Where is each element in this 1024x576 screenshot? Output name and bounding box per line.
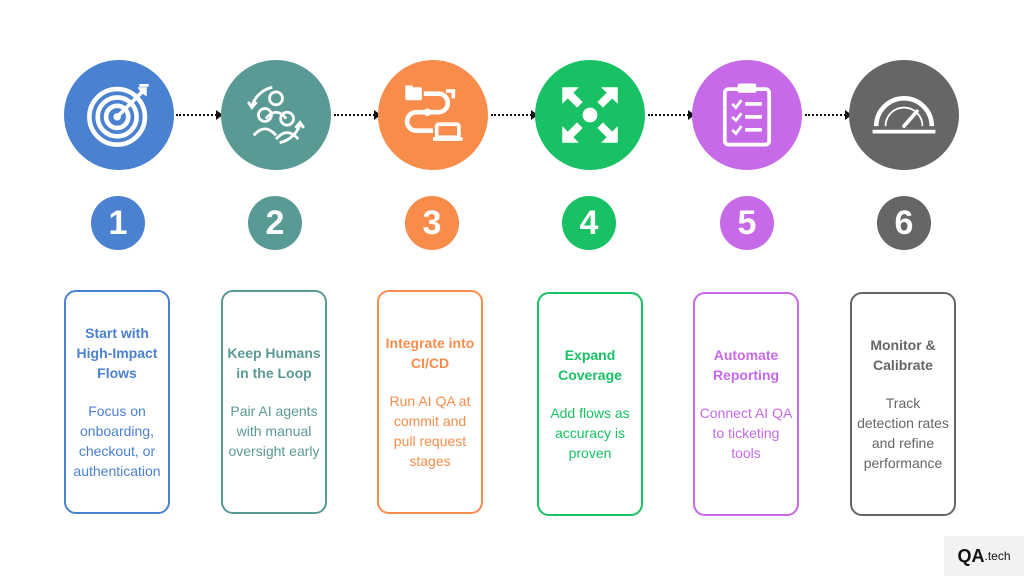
workflow-icon: [404, 85, 463, 141]
step-4-description: Add flows as accuracy is proven: [550, 405, 630, 461]
brand-logo: QA.tech: [944, 536, 1024, 576]
step-3-number: 3: [405, 196, 459, 250]
step-3-card: Integrate into CI/CD Run AI QA at commit…: [377, 290, 483, 514]
step-6-number: 6: [877, 196, 931, 250]
arrowhead-icon: [531, 110, 538, 120]
step-3-description: Run AI QA at commit and pull request sta…: [389, 393, 471, 469]
step-6-icon-circle: [849, 60, 959, 170]
arrowhead-icon: [216, 110, 223, 120]
step-2-number: 2: [248, 196, 302, 250]
step-3-icon-circle: [378, 60, 488, 170]
step-6-card: Monitor & Calibrate Track detection rate…: [850, 292, 956, 516]
step-4-icon-circle: [535, 60, 645, 170]
brand-suffix: .tech: [984, 549, 1011, 563]
step-1-card: Start with High-Impact Flows Focus on on…: [64, 290, 170, 514]
connector-arrow-3-4: [491, 110, 538, 120]
arrowhead-icon: [374, 110, 381, 120]
people-cycle-icon: [247, 85, 305, 145]
step-2-description: Pair AI agents with manual oversight ear…: [228, 403, 320, 459]
clipboard-checklist-icon: [722, 83, 772, 147]
target-icon: [87, 84, 149, 147]
arrowhead-icon: [845, 110, 852, 120]
step-5-description: Connect AI QA to ticketing tools: [699, 405, 793, 461]
arrowhead-icon: [688, 110, 695, 120]
step-1-title: Start with High-Impact Flows: [76, 325, 158, 381]
connector-arrow-4-5: [648, 110, 695, 120]
expand-arrows-icon: [562, 87, 618, 143]
step-2-card: Keep Humans in the Loop Pair AI agents w…: [221, 290, 327, 514]
step-5-card: Automate Reporting Connect AI QA to tick…: [693, 292, 799, 516]
brand-main: QA: [957, 545, 985, 566]
step-3-title: Integrate into CI/CD: [385, 335, 475, 371]
step-1-icon-circle: [64, 60, 174, 170]
step-1-number: 1: [91, 196, 145, 250]
step-5-icon-circle: [692, 60, 802, 170]
connector-arrow-2-3: [334, 110, 381, 120]
gauge-icon: [872, 96, 936, 134]
step-5-title: Automate Reporting: [712, 347, 780, 383]
step-4-title: Expand Coverage: [558, 347, 622, 383]
step-5-number: 5: [720, 196, 774, 250]
step-6-description: Track detection rates and refine perform…: [857, 395, 949, 471]
connector-arrow-1-2: [176, 110, 223, 120]
step-4-number: 4: [562, 196, 616, 250]
connector-arrow-5-6: [805, 110, 852, 120]
step-6-title: Monitor & Calibrate: [870, 337, 936, 373]
step-2-icon-circle: [221, 60, 331, 170]
step-4-card: Expand Coverage Add flows as accuracy is…: [537, 292, 643, 516]
step-2-title: Keep Humans in the Loop: [227, 345, 321, 381]
step-1-description: Focus on onboarding, checkout, or authen…: [73, 403, 161, 479]
